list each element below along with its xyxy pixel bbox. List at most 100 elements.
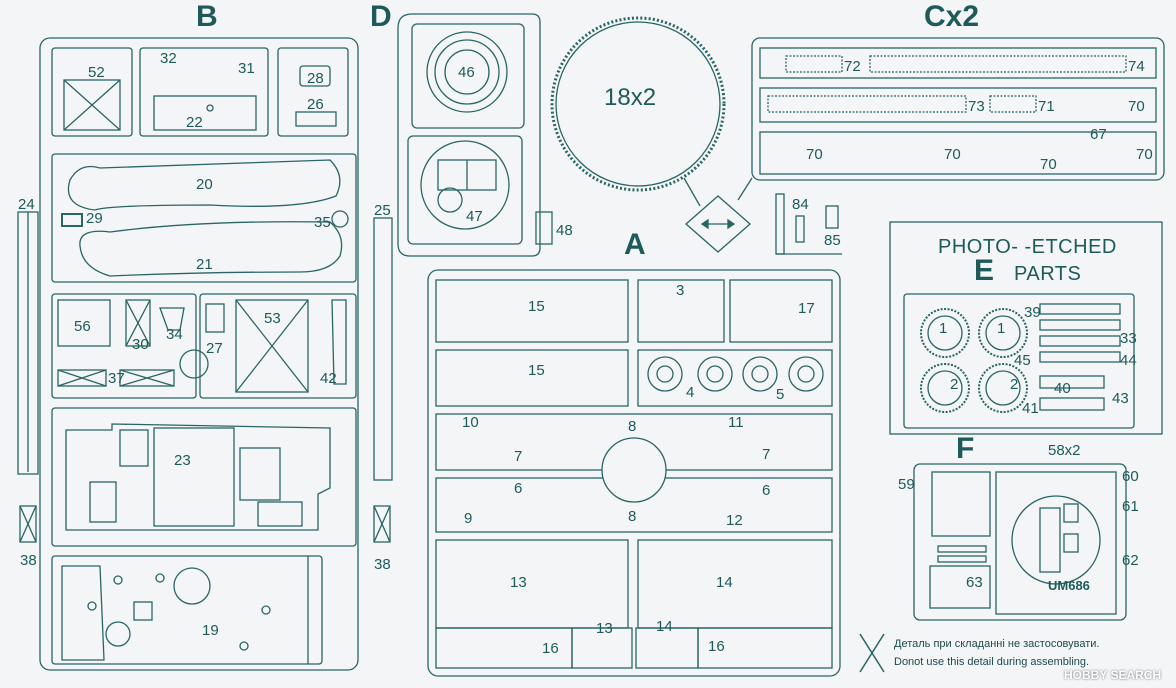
part-number: 26: [307, 96, 324, 113]
part-number: 71: [1038, 98, 1055, 115]
part-number: 60: [1122, 468, 1139, 485]
part-number: 23: [174, 452, 191, 469]
sprue-b: [17, 37, 393, 671]
photo-etched-title-1: PHOTO- -ETCHED: [938, 236, 1117, 258]
part-number: 6: [514, 480, 523, 497]
part-number: 35: [314, 214, 331, 231]
part-number: 15: [528, 362, 545, 379]
part-number: 6: [762, 482, 771, 499]
photo-etched-title-2: PARTS: [1014, 263, 1082, 285]
sprue-label-f: F: [956, 432, 975, 465]
part-number: 28: [307, 70, 324, 87]
part-number: 7: [762, 446, 771, 463]
legend-line-en: Donot use this detail during assembling.: [894, 656, 1090, 668]
sprue-label-e: E: [974, 254, 995, 287]
part-number: 62: [1122, 552, 1139, 569]
part-number: 8: [628, 418, 637, 435]
part-number: 24: [18, 196, 35, 213]
part-number: 21: [196, 256, 213, 273]
part-number: 16: [542, 640, 559, 657]
part-number: 85: [824, 232, 841, 249]
f-logo: UM686: [1048, 578, 1090, 593]
part-number: 25: [374, 202, 391, 219]
part-number: 46: [458, 64, 475, 81]
part-number: 9: [464, 510, 473, 527]
part-number: 61: [1122, 498, 1139, 515]
track-ring-label: 18x2: [604, 84, 657, 111]
part-number: 34: [166, 326, 183, 343]
part-number: 7: [514, 448, 523, 465]
watermark: HOBBY SEARCH: [1064, 668, 1162, 682]
part-number: 39: [1024, 304, 1041, 321]
part-number: 22: [186, 114, 203, 131]
part-number: 14: [716, 574, 733, 591]
part-58-label: 58x2: [1048, 442, 1081, 459]
part-number: 53: [264, 310, 281, 327]
part-number: 84: [792, 196, 809, 213]
part-number: 47: [466, 208, 483, 225]
part-number: 16: [708, 638, 725, 655]
part-number: 1: [939, 320, 948, 337]
part-number: 70: [1136, 146, 1153, 163]
f-box: [913, 463, 1127, 621]
part-number: 70: [944, 146, 961, 163]
part-number: 3: [676, 282, 685, 299]
part-number: 2: [950, 376, 959, 393]
track-ring: [550, 16, 753, 253]
part-number: 27: [206, 340, 223, 357]
sprue-a: [427, 269, 841, 677]
part-number: 32: [160, 50, 177, 67]
part-number: 70: [1128, 98, 1145, 115]
part-number: 56: [74, 318, 91, 335]
part-number: 45: [1014, 352, 1031, 369]
part-number: 14: [656, 618, 673, 635]
part-number: 44: [1120, 352, 1137, 369]
sprue-label-a: A: [624, 228, 646, 261]
part-number: 20: [196, 176, 213, 193]
part-number: 33: [1120, 330, 1137, 347]
part-number: 52: [88, 64, 105, 81]
part-number: 15: [528, 298, 545, 315]
part-number: 42: [320, 370, 337, 387]
part-number: 4: [686, 384, 695, 401]
part-number: 59: [898, 476, 915, 493]
part-number: 37: [108, 370, 125, 387]
part-number: 11: [728, 414, 744, 431]
part-number: 13: [596, 620, 613, 637]
part-number: 2: [1010, 376, 1019, 393]
part-number: 31: [238, 60, 255, 77]
part-number: 5: [776, 386, 785, 403]
sprue-c: [751, 37, 1165, 255]
part-number: 13: [510, 574, 527, 591]
part-number: 8: [628, 508, 637, 525]
part-number: 67: [1090, 126, 1107, 143]
legend-line-ua: Деталь при складанні не застосовувати.: [894, 638, 1100, 650]
part-number: 12: [726, 512, 743, 529]
legend-cross-icon: [859, 633, 885, 673]
part-number: 74: [1128, 58, 1145, 75]
part-number: 73: [968, 98, 985, 115]
part-number: 29: [86, 210, 103, 227]
part-number: 38: [20, 552, 37, 569]
sprue-label-d: D: [370, 0, 392, 33]
part-number: 63: [966, 574, 983, 591]
part-number: 43: [1112, 390, 1129, 407]
part-number: 41: [1022, 400, 1039, 417]
part-number: 1: [997, 320, 1006, 337]
part-number: 19: [202, 622, 219, 639]
part-number: 48: [556, 222, 573, 239]
sprue-label-c: Cx2: [924, 0, 980, 33]
part-number: 38: [374, 556, 391, 573]
part-number: 72: [844, 58, 861, 75]
part-number: 10: [462, 414, 479, 431]
part-number: 30: [132, 336, 149, 353]
photo-etched-box: [889, 221, 1163, 435]
part-number: 70: [1040, 156, 1057, 173]
sprue-d: [397, 13, 553, 257]
part-number: 17: [798, 300, 815, 317]
part-number: 70: [806, 146, 823, 163]
sprue-label-b: B: [196, 0, 218, 33]
part-number: 40: [1054, 380, 1071, 397]
